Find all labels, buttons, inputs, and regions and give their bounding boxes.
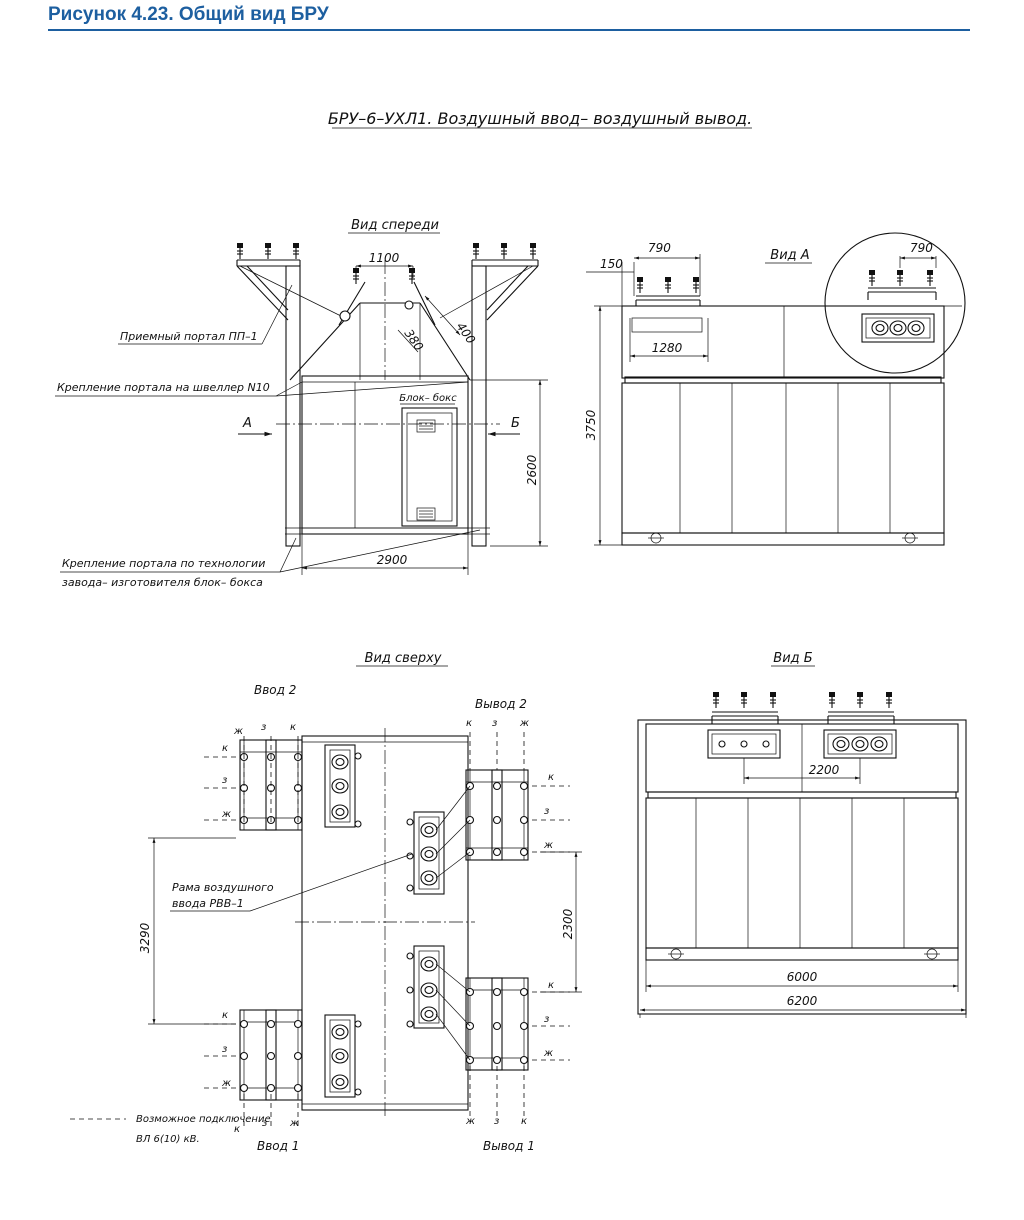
callout-frame-2: ввода РВВ–1 xyxy=(172,897,244,910)
phase-k: к xyxy=(466,718,472,729)
view-a-title: Вид А xyxy=(770,248,809,263)
dim-3750: 3750 xyxy=(584,409,598,440)
block-box-label: Блок– бокс xyxy=(399,392,457,404)
phase-zh: ж xyxy=(465,1116,475,1127)
phase-z: з xyxy=(492,718,497,729)
dim-790-right: 790 xyxy=(910,241,933,255)
phase-z: з xyxy=(262,1118,267,1129)
label-output-2: Вывод 2 xyxy=(475,697,527,711)
dim-380: 380 xyxy=(402,327,427,354)
dim-2200: 2200 xyxy=(809,763,840,777)
dim-400: 400 xyxy=(454,320,479,347)
dim-1280: 1280 xyxy=(652,341,683,355)
top-view: Вид сверху xyxy=(70,651,582,1153)
drawing-main-title: БРУ–6–УХЛ1. Воздушный ввод– воздушный вы… xyxy=(328,109,752,128)
phase-zh: ж xyxy=(543,840,553,851)
phase-zh: ж xyxy=(233,726,243,737)
figure-title: Рисунок 4.23. Общий вид БРУ xyxy=(48,4,329,25)
label-input-2: Ввод 2 xyxy=(254,683,296,697)
phase-zh: ж xyxy=(221,1078,231,1089)
phase-k: к xyxy=(222,1010,228,1021)
block-box: Блок– бокс xyxy=(285,375,490,535)
phase-z: з xyxy=(544,806,549,817)
title-rule xyxy=(48,29,970,31)
left-portal xyxy=(236,242,301,547)
phase-zh: ж xyxy=(289,1118,299,1129)
phase-k: к xyxy=(290,722,296,733)
arrow-b-label: Б xyxy=(511,416,520,431)
dim-150: 150 xyxy=(600,257,623,271)
dim-3290: 3290 xyxy=(138,922,152,953)
callout-portal: Приемный портал ПП–1 xyxy=(120,330,258,343)
phase-z: з xyxy=(544,1014,549,1025)
phase-z: з xyxy=(222,1044,227,1055)
detail-circle: 790 xyxy=(824,232,966,374)
dim-6200: 6200 xyxy=(787,994,818,1008)
callout-tech-2: завода– изготовителя блок– бокса xyxy=(62,576,263,589)
page-header: Рисунок 4.23. Общий вид БРУ xyxy=(48,4,970,31)
phase-zh: ж xyxy=(221,809,231,820)
phase-k: к xyxy=(234,1124,240,1135)
phase-z: з xyxy=(261,722,266,733)
dim-1100: 1100 xyxy=(369,251,400,265)
label-input-1: Ввод 1 xyxy=(257,1139,299,1153)
top-view-title: Вид сверху xyxy=(365,651,442,666)
phase-z: з xyxy=(222,775,227,786)
right-portal xyxy=(471,242,539,547)
phase-zh: ж xyxy=(543,1048,553,1059)
front-view-title: Вид спереди xyxy=(351,218,439,233)
phase-z: з xyxy=(494,1116,499,1127)
view-a: Вид А 1280 150 790 xyxy=(584,232,966,546)
dim-2300: 2300 xyxy=(561,908,575,939)
dim-790-left: 790 xyxy=(648,241,671,255)
callout-mount: Крепление портала на швеллер N10 xyxy=(57,381,270,394)
arrow-a-label: А xyxy=(242,416,252,431)
phase-k: к xyxy=(222,743,228,754)
legend-text-1: Возможное подключение xyxy=(136,1114,271,1125)
view-b-title: Вид Б xyxy=(773,651,812,666)
front-view: Вид спереди xyxy=(55,218,548,589)
phase-k: к xyxy=(521,1116,527,1127)
callout-frame-1: Рама воздушного xyxy=(172,881,274,894)
label-output-1: Вывод 1 xyxy=(483,1139,535,1153)
callout-tech-1: Крепление портала по технологии xyxy=(62,557,265,570)
view-b-outer-frame xyxy=(637,719,967,1015)
phase-zh: ж xyxy=(519,718,529,729)
phase-k: к xyxy=(548,772,554,783)
legend-text-2: ВЛ 6(10) кВ. xyxy=(136,1134,200,1145)
dim-2900: 2900 xyxy=(377,553,408,567)
air-entry-frame xyxy=(239,260,534,381)
view-b: Вид Б 2200 xyxy=(637,651,967,1018)
dim-6000: 6000 xyxy=(787,970,818,984)
dim-2600: 2600 xyxy=(525,454,539,485)
phase-k: к xyxy=(548,980,554,991)
